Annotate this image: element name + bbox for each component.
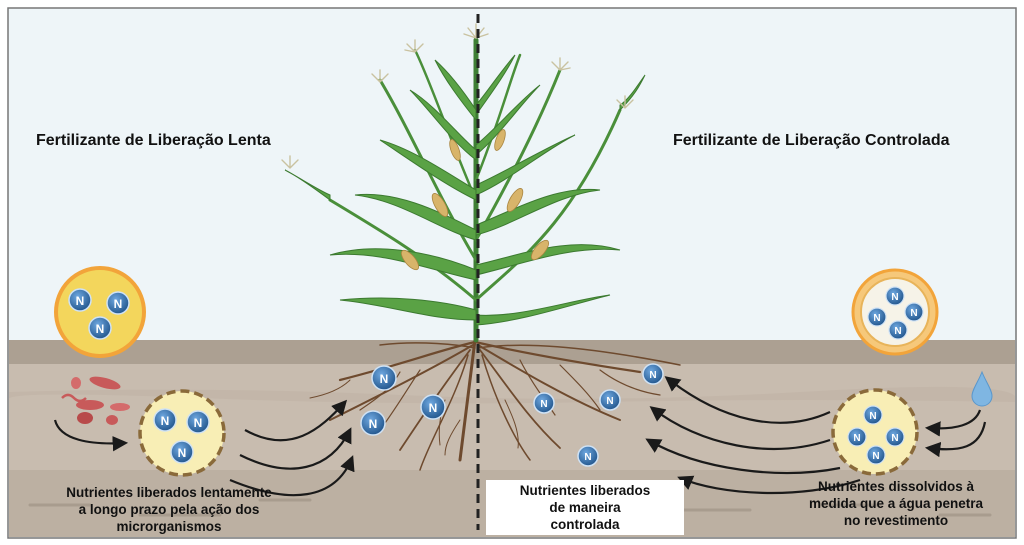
nutrient-icon: N <box>866 445 886 465</box>
nutrient-icon: N <box>360 410 386 436</box>
nutrient-icon: N <box>68 288 92 312</box>
svg-text:N: N <box>429 401 438 415</box>
controlled-release-granule: N N N N <box>851 268 939 356</box>
svg-text:N: N <box>540 399 547 410</box>
svg-text:N: N <box>873 313 880 324</box>
center-caption: Nutrientes liberados de maneira controla… <box>486 480 684 535</box>
swelling-granule: N N N N <box>831 388 919 476</box>
right-caption-line: no revestimento <box>843 513 949 528</box>
nutrient-icon: N <box>599 389 621 411</box>
svg-text:N: N <box>606 396 613 407</box>
right-caption: Nutrientes dissolvidos à medida que a ág… <box>784 478 1008 529</box>
svg-text:N: N <box>161 414 170 428</box>
nutrient-icon: N <box>420 394 446 420</box>
svg-text:N: N <box>96 322 105 336</box>
slow-release-granule: N N N <box>54 266 146 358</box>
right-title: Fertilizante de Liberação Controlada <box>673 132 950 149</box>
nutrient-icon: N <box>533 392 555 414</box>
nutrient-icon: N <box>153 408 177 432</box>
nutrient-icon: N <box>88 316 112 340</box>
microorganisms-icon <box>61 376 130 425</box>
soil-nutrients: N N N N N N N <box>360 363 664 467</box>
nutrient-icon: N <box>170 440 194 464</box>
nutrient-icon: N <box>888 320 908 340</box>
svg-text:N: N <box>178 446 187 460</box>
left-caption-line: microrganismos <box>116 519 222 534</box>
svg-text:N: N <box>891 292 898 303</box>
left-caption-line: a longo prazo pela ação dos <box>78 502 260 517</box>
svg-text:N: N <box>872 451 879 462</box>
svg-text:N: N <box>894 326 901 337</box>
svg-text:N: N <box>194 416 203 430</box>
center-caption-line: controlada <box>550 517 620 532</box>
nutrient-icon: N <box>885 427 905 447</box>
left-caption-line: Nutrientes liberados lentamente <box>66 485 272 500</box>
nutrient-icon: N <box>863 405 883 425</box>
nutrient-icon: N <box>371 365 397 391</box>
nutrient-icon: N <box>847 427 867 447</box>
nutrient-icon: N <box>867 307 887 327</box>
nutrient-icon: N <box>186 410 210 434</box>
corn-plant <box>281 23 646 343</box>
center-caption-line: Nutrientes liberados <box>519 483 651 498</box>
water-drop-icon <box>971 370 993 407</box>
nutrient-icon: N <box>642 363 664 385</box>
nutrient-icon: N <box>885 286 905 306</box>
degraded-granule: N N N <box>138 389 226 477</box>
right-caption-line: Nutrientes dissolvidos à <box>817 479 975 494</box>
left-caption: Nutrientes liberados lentamente a longo … <box>30 484 308 535</box>
right-arrows <box>645 376 987 495</box>
soil-surface <box>9 340 1015 364</box>
right-caption-line: medida que a água penetra <box>808 496 984 511</box>
plant-roots <box>309 338 681 471</box>
left-arrows <box>53 399 355 497</box>
svg-text:N: N <box>369 417 378 431</box>
center-caption-line: de maneira <box>549 500 621 515</box>
svg-text:N: N <box>869 411 876 422</box>
svg-text:N: N <box>649 370 656 381</box>
svg-text:N: N <box>114 297 123 311</box>
nutrient-icon: N <box>904 302 924 322</box>
left-title: Fertilizante de Liberação Lenta <box>36 132 271 149</box>
nutrient-icon: N <box>106 291 130 315</box>
svg-text:N: N <box>76 294 85 308</box>
nutrient-icon: N <box>577 445 599 467</box>
svg-text:N: N <box>891 433 898 444</box>
svg-text:N: N <box>584 452 591 463</box>
svg-text:N: N <box>910 308 917 319</box>
svg-text:N: N <box>380 372 389 386</box>
svg-text:N: N <box>853 433 860 444</box>
